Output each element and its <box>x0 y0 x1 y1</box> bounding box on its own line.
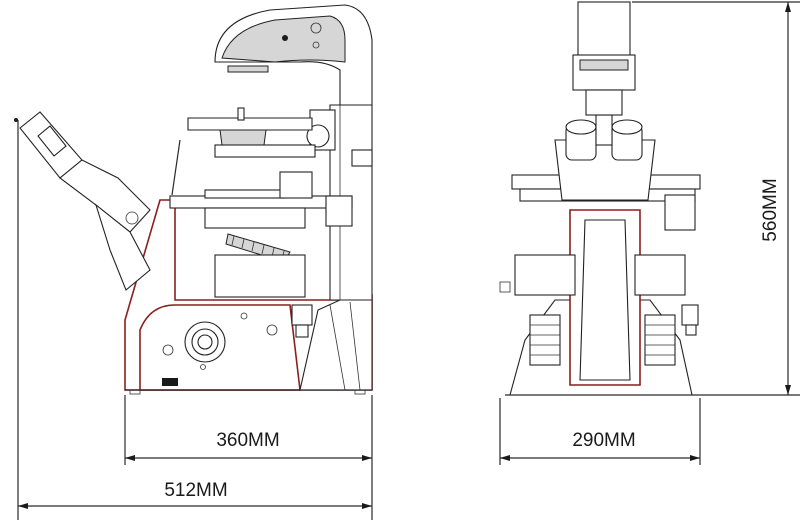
side-condenser-turret <box>187 107 316 158</box>
side-view <box>14 4 373 395</box>
front-illumination-housing <box>572 1 636 116</box>
side-dimensions: 360MM 512MM <box>17 120 373 520</box>
front-stage-left <box>514 254 576 296</box>
side-total-width-label: 512MM <box>164 480 227 501</box>
side-power-switch <box>162 378 178 386</box>
front-height-label: 560MM <box>760 178 781 241</box>
front-eyepiece-head <box>554 114 656 201</box>
front-width-label: 290MM <box>572 430 635 451</box>
front-dimensions: 290MM 560MM <box>499 1 800 465</box>
side-focus-knob <box>162 312 278 370</box>
side-stage <box>169 171 353 229</box>
front-stage-right <box>634 254 686 296</box>
front-focus-knob-right <box>644 314 676 366</box>
side-camera-port <box>214 254 306 298</box>
side-eyepiece-tube <box>14 111 151 291</box>
front-focus-knob-left <box>529 314 561 366</box>
front-view <box>499 1 701 396</box>
side-inner-width-label: 360MM <box>216 430 279 451</box>
